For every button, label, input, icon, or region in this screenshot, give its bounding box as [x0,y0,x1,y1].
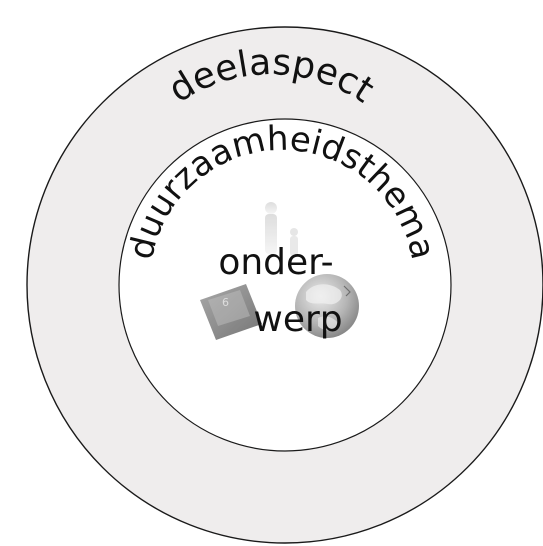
book-icon: 6 [200,284,262,340]
center-label-line2: werp [253,299,342,340]
center-illustration-icon: 6 [200,202,359,340]
svg-text:6: 6 [222,296,229,309]
globe-icon [295,274,359,338]
inner-circle [118,118,452,452]
center-label-line1: onder- [218,242,333,283]
person-silhouette-icon [265,202,298,256]
